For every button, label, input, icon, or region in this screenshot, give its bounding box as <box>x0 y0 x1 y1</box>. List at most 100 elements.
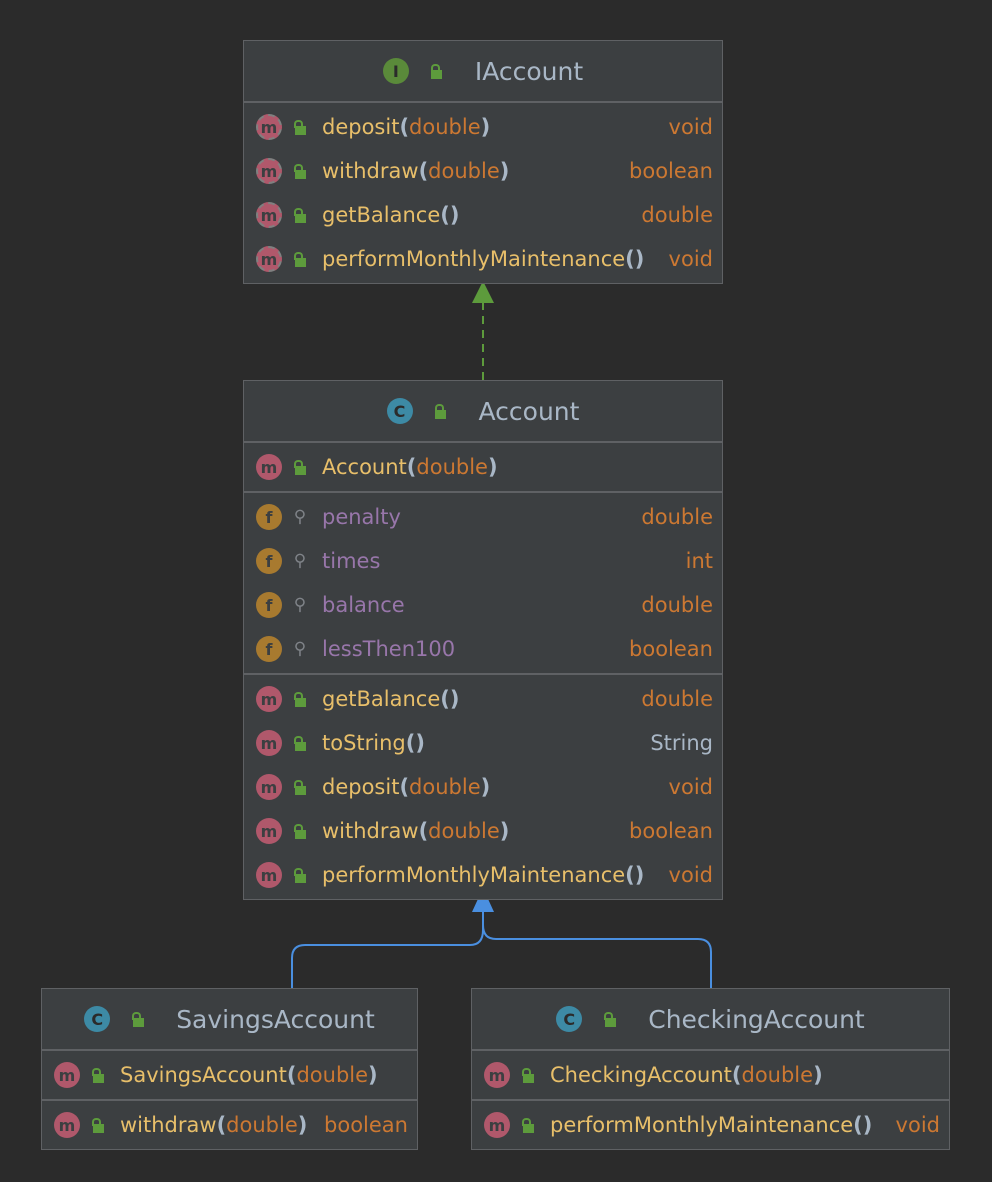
param-open: () <box>625 247 645 271</box>
param-open: () <box>853 1113 873 1137</box>
param-open: () <box>625 863 645 887</box>
param-type: double <box>428 819 500 843</box>
method-name: CheckingAccount <box>550 1063 732 1087</box>
param-type: double <box>226 1113 298 1137</box>
param-open: ( <box>406 455 417 479</box>
public-visibility-icon <box>291 867 309 883</box>
field-icon: f <box>256 592 282 618</box>
public-visibility-icon <box>428 63 446 79</box>
field-name: times <box>322 549 381 573</box>
field-icon: f <box>256 548 282 574</box>
public-visibility-icon <box>291 163 309 179</box>
inheritance-line-savings <box>291 912 484 988</box>
public-visibility-icon <box>519 1117 537 1133</box>
private-key-icon: ⚲ <box>293 507 307 527</box>
class-name: SavingsAccount <box>176 1004 375 1034</box>
field-type: int <box>685 549 713 573</box>
field-name: lessThen100 <box>322 637 456 661</box>
public-visibility-icon <box>291 251 309 267</box>
param-close: ) <box>487 455 498 479</box>
param-open: ( <box>399 115 410 139</box>
method-row[interactable]: m toString() String <box>244 721 722 765</box>
method-icon: m <box>484 1112 510 1138</box>
return-type: boolean <box>629 159 713 183</box>
method-name: performMonthlyMaintenance <box>322 863 626 887</box>
method-name: withdraw <box>120 1113 217 1137</box>
param-open: () <box>440 687 460 711</box>
abstract-method-icon: m <box>256 114 282 140</box>
interface-icon: I <box>382 58 409 84</box>
method-icon: m <box>256 686 282 712</box>
param-close: ) <box>499 819 510 843</box>
param-type: double <box>409 775 481 799</box>
return-type: void <box>895 1113 940 1137</box>
method-icon: m <box>256 730 282 756</box>
public-visibility-icon <box>291 779 309 795</box>
method-name: SavingsAccount <box>120 1063 287 1087</box>
class-icon: C <box>386 398 413 424</box>
class-name: IAccount <box>474 56 584 86</box>
param-open: ( <box>418 819 429 843</box>
return-type: void <box>668 115 713 139</box>
param-open: () <box>405 731 425 755</box>
return-type: boolean <box>324 1113 408 1137</box>
method-name: withdraw <box>322 819 419 843</box>
public-visibility-icon <box>291 207 309 223</box>
return-type: double <box>641 203 713 227</box>
method-name: performMonthlyMaintenance <box>322 247 626 271</box>
method-name: getBalance <box>322 203 441 227</box>
field-name: balance <box>322 593 405 617</box>
public-visibility-icon <box>291 691 309 707</box>
inheritance-arrowhead <box>472 888 494 912</box>
class-icon: C <box>84 1006 111 1032</box>
param-close: ) <box>813 1063 823 1087</box>
return-type: void <box>668 863 713 887</box>
public-visibility-icon <box>291 823 309 839</box>
method-name: getBalance <box>322 687 441 711</box>
public-visibility-icon <box>129 1011 147 1027</box>
param-close: ) <box>480 115 491 139</box>
param-type: double <box>741 1063 814 1087</box>
inheritance-line-checking <box>482 912 712 988</box>
class-header: I IAccount <box>244 41 722 103</box>
public-visibility-icon <box>291 119 309 135</box>
method-icon: m <box>256 818 282 844</box>
return-type: String <box>650 731 713 755</box>
class-header: C Account <box>244 381 722 443</box>
private-key-icon: ⚲ <box>293 639 307 659</box>
param-open: ( <box>399 775 410 799</box>
method-name: toString <box>322 731 406 755</box>
abstract-method-icon: m <box>256 246 282 272</box>
public-visibility-icon <box>601 1011 619 1027</box>
param-close: ) <box>480 775 491 799</box>
param-type: double <box>296 1063 369 1087</box>
